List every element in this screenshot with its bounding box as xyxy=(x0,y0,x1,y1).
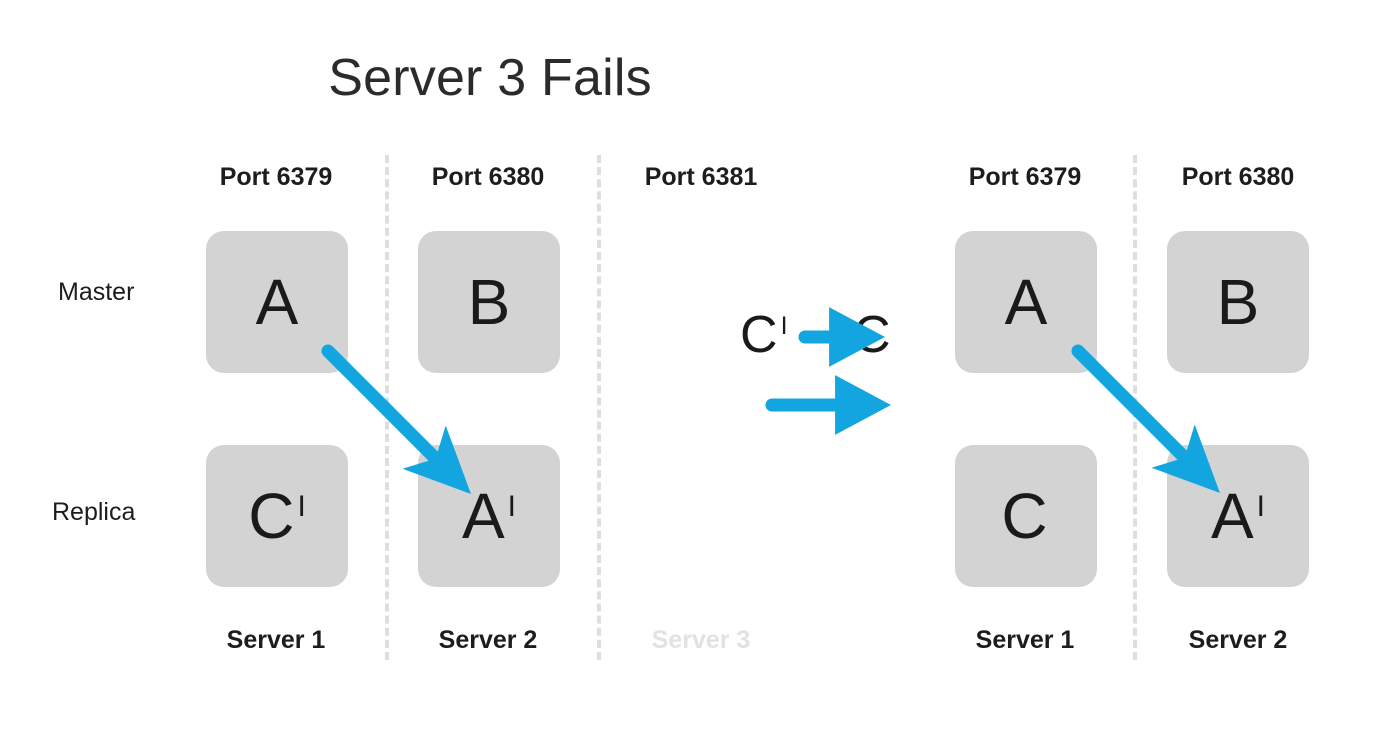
node-after-1-master[interactable]: A xyxy=(955,231,1097,373)
divider-before-1 xyxy=(385,155,389,660)
port-label-before-2: Port 6380 xyxy=(431,163,545,191)
divider-before-2 xyxy=(597,155,601,660)
server-label-after-2: Server 2 xyxy=(1188,626,1288,654)
node-before-1-master[interactable]: A xyxy=(206,231,348,373)
port-label-after-1: Port 6379 xyxy=(968,163,1082,191)
node-after-1-master-label: A xyxy=(1004,266,1048,338)
port-label-before-1: Port 6379 xyxy=(219,163,333,191)
port-label-after-2: Port 6380 xyxy=(1181,163,1295,191)
page-title: Server 3 Fails xyxy=(328,49,652,107)
prime-mark: I xyxy=(507,490,517,523)
node-after-2-master-label: B xyxy=(1216,266,1260,338)
port-label-before-3: Port 6381 xyxy=(644,163,758,191)
row-label-master: Master xyxy=(58,278,135,306)
middle-to-label: C xyxy=(853,306,891,364)
server-label-before-3: Server 3 xyxy=(651,626,751,654)
server-label-before-1: Server 1 xyxy=(226,626,326,654)
node-before-1-master-label: A xyxy=(255,266,299,338)
node-before-2-master[interactable]: B xyxy=(418,231,560,373)
divider-after-1 xyxy=(1133,155,1137,660)
node-after-1-replica-label: C xyxy=(1001,480,1048,552)
prime-mark: I xyxy=(1256,490,1266,523)
prime-mark: I xyxy=(297,490,306,523)
node-after-2-master[interactable]: B xyxy=(1167,231,1309,373)
node-before-2-master-label: B xyxy=(467,266,511,338)
node-after-1-replica[interactable]: C xyxy=(955,445,1097,587)
server-label-after-1: Server 1 xyxy=(975,626,1075,654)
prime-mark: I xyxy=(780,312,788,340)
server-label-before-2: Server 2 xyxy=(438,626,538,654)
row-label-replica: Replica xyxy=(52,498,136,526)
